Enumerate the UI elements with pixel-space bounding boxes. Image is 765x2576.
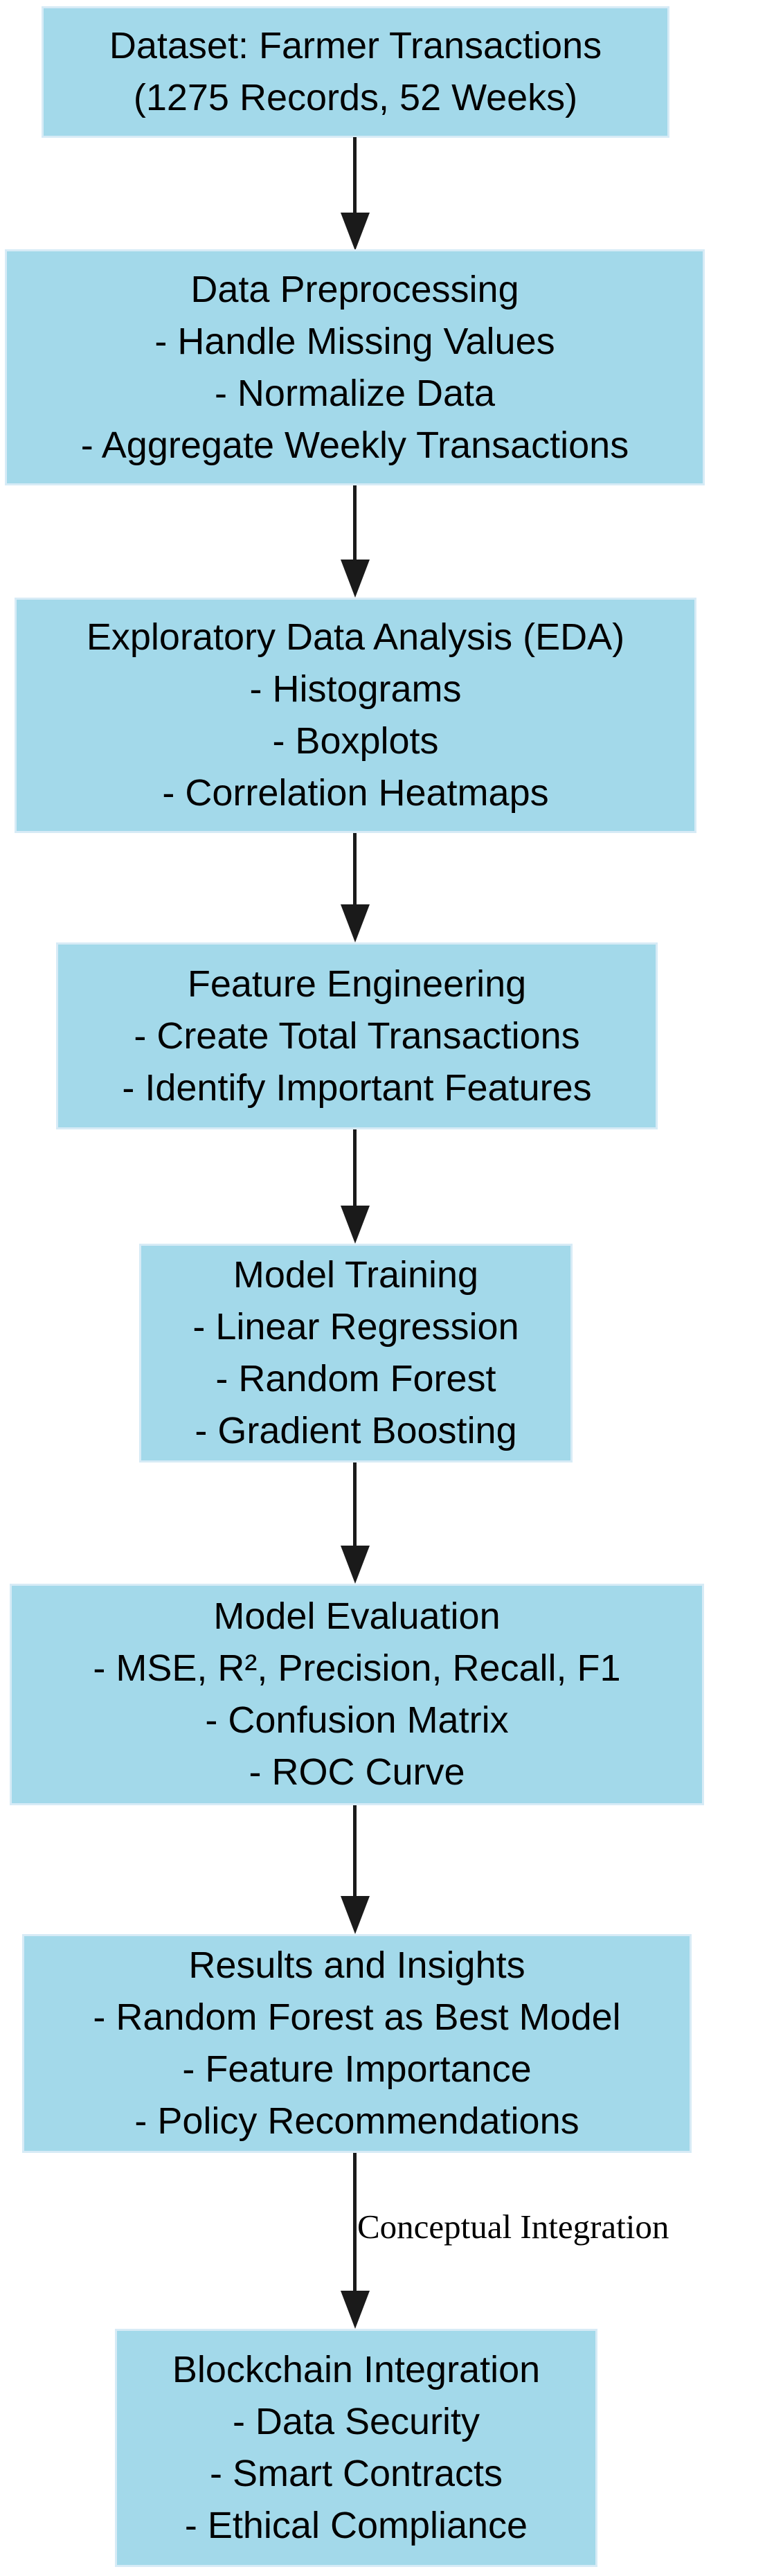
- node-bullet: - Ethical Compliance: [184, 2505, 528, 2546]
- node-title: Data Preprocessing: [190, 268, 519, 310]
- arrow-head-icon: [341, 560, 370, 598]
- arrow-shaft: [353, 1805, 357, 1899]
- node-title: Model Training: [233, 1254, 479, 1296]
- arrow-shaft: [353, 2153, 357, 2294]
- node-bullet: - Identify Important Features: [122, 1066, 592, 1109]
- node-bullet: - Data Security: [232, 2401, 480, 2442]
- arrow-down-2: [341, 485, 370, 598]
- node-title: Model Evaluation: [213, 1595, 501, 1637]
- arrow-down-4: [341, 1129, 370, 1244]
- node-bullet: - Smart Contracts: [209, 2453, 503, 2494]
- arrow-down-6: [341, 1805, 370, 1934]
- node-bullet: - Policy Recommendations: [134, 2100, 579, 2142]
- node-bullet: - Random Forest as Best Model: [93, 1996, 621, 2038]
- node-title: Results and Insights: [188, 1944, 525, 1986]
- node-title: Feature Engineering: [187, 963, 527, 1005]
- node-bullet: - Correlation Heatmaps: [162, 772, 549, 814]
- node-bullet: - Normalize Data: [214, 372, 496, 414]
- node-feature-engineering: Feature Engineering - Create Total Trans…: [56, 942, 658, 1129]
- node-bullet: - ROC Curve: [249, 1751, 465, 1793]
- arrow-shaft: [353, 1463, 357, 1549]
- arrow-head-icon: [341, 1546, 370, 1584]
- arrow-shaft: [353, 1129, 357, 1209]
- node-bullet: - Feature Importance: [182, 2048, 532, 2090]
- node-bullet: - Gradient Boosting: [195, 1410, 517, 1451]
- node-bullet: - Confusion Matrix: [205, 1699, 509, 1741]
- arrow-down-7: [341, 2153, 370, 2329]
- node-bullet: - Aggregate Weekly Transactions: [80, 424, 629, 466]
- node-title: Exploratory Data Analysis (EDA): [86, 616, 625, 658]
- arrow-down-1: [341, 137, 370, 251]
- node-bullet: - Create Total Transactions: [134, 1014, 580, 1057]
- node-dataset: Dataset: Farmer Transactions (1275 Recor…: [42, 6, 669, 138]
- node-bullet: - Linear Regression: [192, 1306, 519, 1348]
- node-exploratory-data-analysis: Exploratory Data Analysis (EDA) - Histog…: [15, 598, 696, 833]
- node-bullet: - Random Forest: [215, 1358, 496, 1399]
- arrow-head-icon: [341, 213, 370, 251]
- arrow-head-icon: [341, 1896, 370, 1934]
- node-subtitle: (1275 Records, 52 Weeks): [133, 77, 578, 118]
- edge-label-conceptual-integration: Conceptual Integration: [357, 2208, 669, 2246]
- node-results-and-insights: Results and Insights - Random Forest as …: [22, 1934, 692, 2153]
- arrow-head-icon: [341, 904, 370, 942]
- node-bullet: - Handle Missing Values: [154, 320, 555, 362]
- node-model-evaluation: Model Evaluation - MSE, R², Precision, R…: [10, 1584, 704, 1805]
- node-title: Blockchain Integration: [172, 2349, 541, 2390]
- node-data-preprocessing: Data Preprocessing - Handle Missing Valu…: [5, 249, 705, 485]
- arrow-down-3: [341, 833, 370, 942]
- arrow-shaft: [353, 485, 357, 563]
- node-bullet: - MSE, R², Precision, Recall, F1: [93, 1647, 621, 1689]
- arrow-shaft: [353, 137, 357, 216]
- node-blockchain-integration: Blockchain Integration - Data Security -…: [115, 2329, 597, 2567]
- arrow-head-icon: [341, 2291, 370, 2329]
- node-model-training: Model Training - Linear Regression - Ran…: [139, 1244, 573, 1463]
- arrow-shaft: [353, 833, 357, 908]
- arrow-head-icon: [341, 1206, 370, 1244]
- node-bullet: - Boxplots: [272, 720, 439, 762]
- arrow-down-5: [341, 1463, 370, 1584]
- node-title: Dataset: Farmer Transactions: [109, 25, 602, 66]
- node-bullet: - Histograms: [249, 668, 462, 710]
